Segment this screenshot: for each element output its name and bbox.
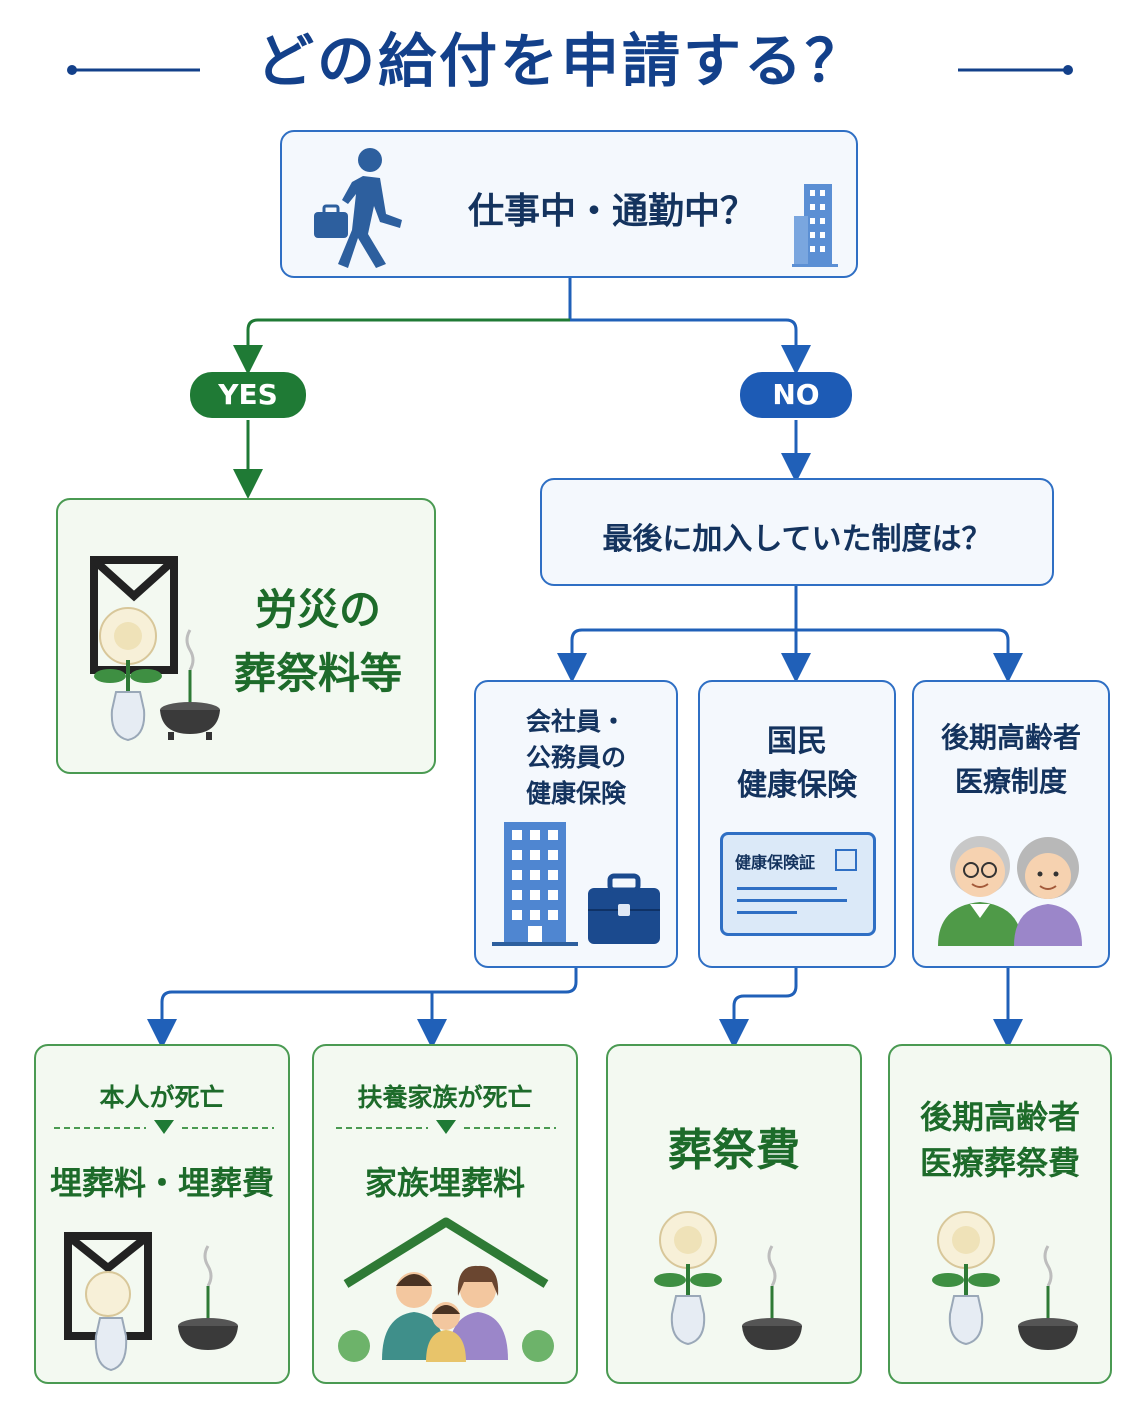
walking-businessman-icon — [314, 148, 402, 268]
briefcase-icon — [588, 873, 660, 944]
result-self-condition: 本人が死亡 — [99, 1083, 225, 1112]
chrysanthemum-vase-icon — [932, 1211, 1000, 1346]
rosai-result-line2: 葬祭料等 — [233, 649, 402, 698]
dashed-divider-arrow — [54, 1120, 274, 1134]
last-plan-question-text: 最後に加入していた制度は？ — [602, 522, 992, 557]
card-label: 健康保険証 — [735, 853, 816, 872]
result-sosai-hi-benefit: 葬祭費 — [668, 1125, 800, 1176]
yes-pill: YES — [190, 372, 306, 418]
elderly-couple-icon — [938, 836, 1082, 946]
family-house-icon — [338, 1217, 554, 1362]
result-self-benefit: 埋葬料・埋葬費 — [49, 1164, 274, 1202]
building-icon — [492, 822, 578, 946]
rosai-result-line1: 労災の — [254, 585, 381, 634]
plan-employee-line2: 公務員の — [525, 743, 626, 772]
chrysanthemum-vase-icon — [94, 1317, 128, 1372]
result-elderly-line1: 後期高齢者 — [919, 1098, 1080, 1136]
result-self-death: 本人が死亡 埋葬料・埋葬費 — [34, 1044, 290, 1384]
incense-burner-icon — [742, 1245, 802, 1350]
plan-elderly-line1: 後期高齢者 — [940, 721, 1081, 754]
page-title: どの給付を申請する？ — [255, 27, 866, 95]
result-sosai-hi: 葬祭費 — [606, 1044, 862, 1384]
dashed-divider-arrow — [336, 1120, 556, 1134]
incense-burner-icon — [160, 629, 220, 740]
incense-burner-icon — [1018, 1245, 1078, 1350]
plan-late-elderly-medical: 後期高齢者 医療制度 — [912, 680, 1110, 968]
memorial-portrait-icon — [90, 556, 178, 674]
plan-national-health-insurance: 国民 健康保険 健康保険証 — [698, 680, 896, 968]
start-question-box: 仕事中・通勤中？ — [280, 130, 858, 278]
plan-employee-line3: 健康保険 — [525, 779, 626, 808]
building-icon — [792, 184, 838, 267]
plan-elderly-line2: 医療制度 — [954, 765, 1067, 798]
chrysanthemum-vase-icon — [94, 607, 162, 742]
last-plan-question-box: 最後に加入していた制度は？ — [540, 478, 1054, 586]
plan-employee-line1: 会社員・ — [525, 707, 626, 736]
no-pill: NO — [740, 372, 852, 418]
result-dependent-benefit: 家族埋葬料 — [364, 1164, 525, 1202]
result-elderly-line2: 医療葬祭費 — [919, 1144, 1080, 1182]
insurance-card-icon: 健康保険証 — [720, 832, 876, 936]
result-dependent-death: 扶養家族が死亡 家族埋葬料 — [312, 1044, 578, 1384]
incense-burner-icon — [178, 1245, 238, 1350]
start-question-text: 仕事中・通勤中？ — [467, 191, 756, 232]
rosai-result-box: 労災の 葬祭料等 — [56, 498, 436, 774]
plan-employee-health-insurance: 会社員・ 公務員の 健康保険 — [474, 680, 678, 968]
plan-national-line2: 健康保険 — [737, 768, 857, 803]
result-dependent-condition: 扶養家族が死亡 — [357, 1083, 533, 1112]
chrysanthemum-vase-icon — [654, 1211, 722, 1346]
plan-national-line1: 国民 — [767, 724, 827, 759]
result-elderly-sosai-hi: 後期高齢者 医療葬祭費 — [888, 1044, 1112, 1384]
